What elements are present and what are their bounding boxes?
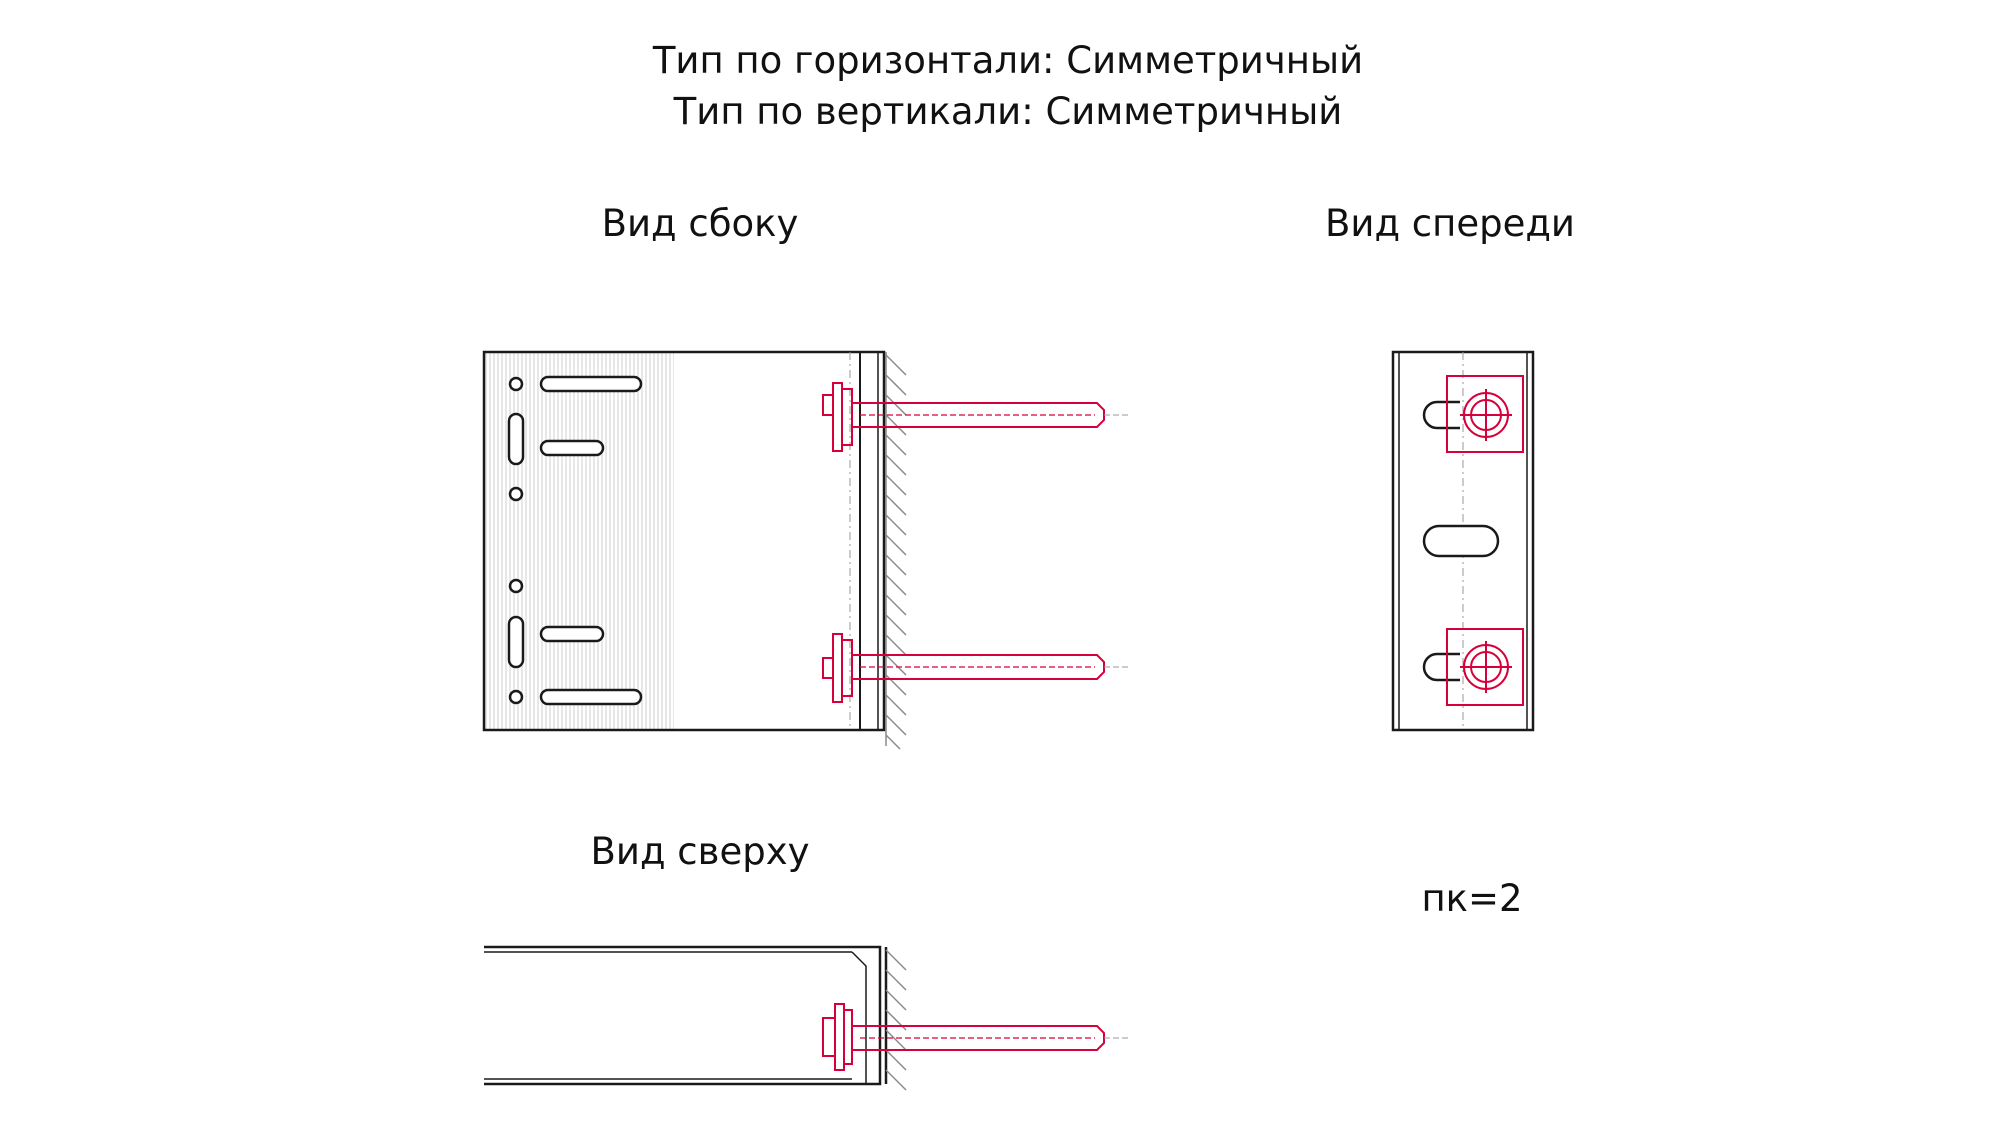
side-view <box>482 350 1130 750</box>
front-view <box>1391 350 1535 732</box>
front-view-half-slot <box>1422 400 1460 430</box>
hole <box>508 486 524 502</box>
vertical-slot <box>507 412 525 466</box>
side-view-ribbed-area <box>484 352 674 730</box>
header-line-1: Тип по горизонтали: Симметричный <box>652 39 1364 82</box>
vertical-slot <box>507 615 525 669</box>
anchor-bolt <box>822 382 1130 452</box>
quantity-note: пк=2 <box>1421 877 1523 920</box>
horizontal-slot <box>539 625 605 643</box>
hole <box>508 578 524 594</box>
wall-hatching <box>885 352 907 750</box>
washer-plate <box>1446 628 1524 706</box>
side-view-bracket-outline <box>482 350 886 732</box>
front-view-slot <box>1422 524 1500 558</box>
header-line-2: Тип по вертикали: Симметричный <box>673 90 1343 133</box>
wall-hatching <box>885 949 907 1091</box>
front-view-half-slot <box>1422 652 1460 682</box>
front-view-title: Вид спереди <box>1325 202 1575 245</box>
horizontal-slot <box>539 439 605 457</box>
horizontal-slot <box>539 375 643 393</box>
anchor-bolt <box>822 1003 1130 1071</box>
horizontal-slot <box>539 688 643 706</box>
side-view-title: Вид сбоку <box>601 202 799 245</box>
hole <box>508 689 524 705</box>
hole <box>508 376 524 392</box>
anchor-bolt <box>822 633 1130 703</box>
top-view-title: Вид сверху <box>590 830 810 873</box>
top-view <box>484 945 1130 1091</box>
washer-plate <box>1446 375 1524 453</box>
